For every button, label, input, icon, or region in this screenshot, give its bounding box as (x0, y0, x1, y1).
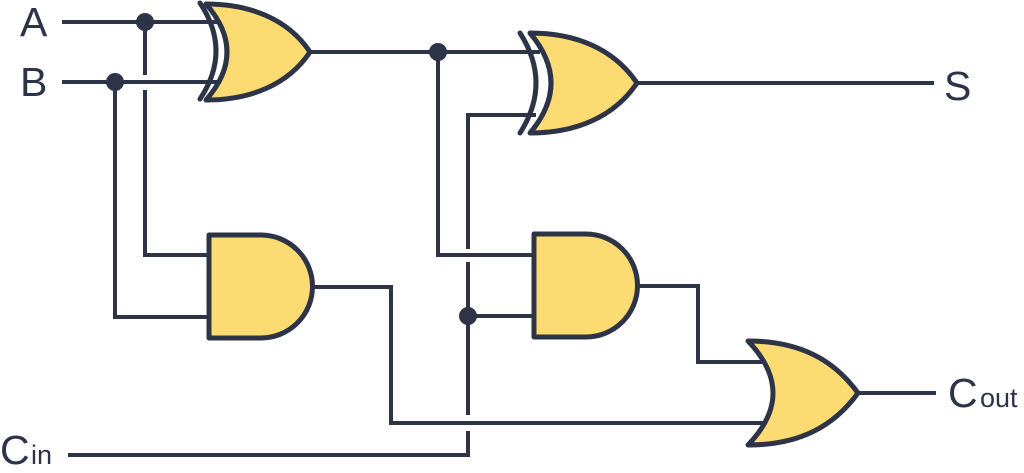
xor-gate-1-arc (197, 0, 219, 102)
junction-dot-xor1-out (429, 43, 447, 61)
wire-b-branch-to-and1 (113, 82, 216, 319)
gates (197, 0, 861, 448)
xor-gate-2-body (527, 30, 640, 136)
or-gate (745, 338, 861, 448)
wire-and1-out-to-or (313, 285, 770, 425)
xor-gate-2 (517, 30, 640, 136)
output-label-cout-subscript: out (980, 383, 1018, 413)
wires (62, 20, 936, 457)
wire-input-cin (68, 113, 536, 457)
input-label-a: A (20, 0, 48, 45)
junction-dot-a (136, 13, 154, 31)
junction-dots (106, 13, 477, 325)
output-label-cout-base: C (948, 370, 978, 416)
input-label-cin-base: C (0, 427, 30, 473)
wire-and2-out-to-or (637, 284, 770, 364)
junction-dot-cin (459, 307, 477, 325)
output-label-s: S (944, 63, 971, 109)
xor-gate-1-body (203, 1, 313, 103)
xor-gate-2-arc (517, 30, 539, 136)
wire-a-branch-to-and1 (143, 22, 216, 257)
input-label-cin-subscript: in (31, 440, 52, 470)
input-label-b: B (20, 59, 47, 105)
wire-xor1-branch-to-and2 (436, 52, 541, 257)
and-gate-2 (531, 231, 640, 340)
xor-gate-1 (197, 0, 313, 103)
and-gate-1 (206, 232, 315, 341)
junction-dot-b (106, 73, 124, 91)
